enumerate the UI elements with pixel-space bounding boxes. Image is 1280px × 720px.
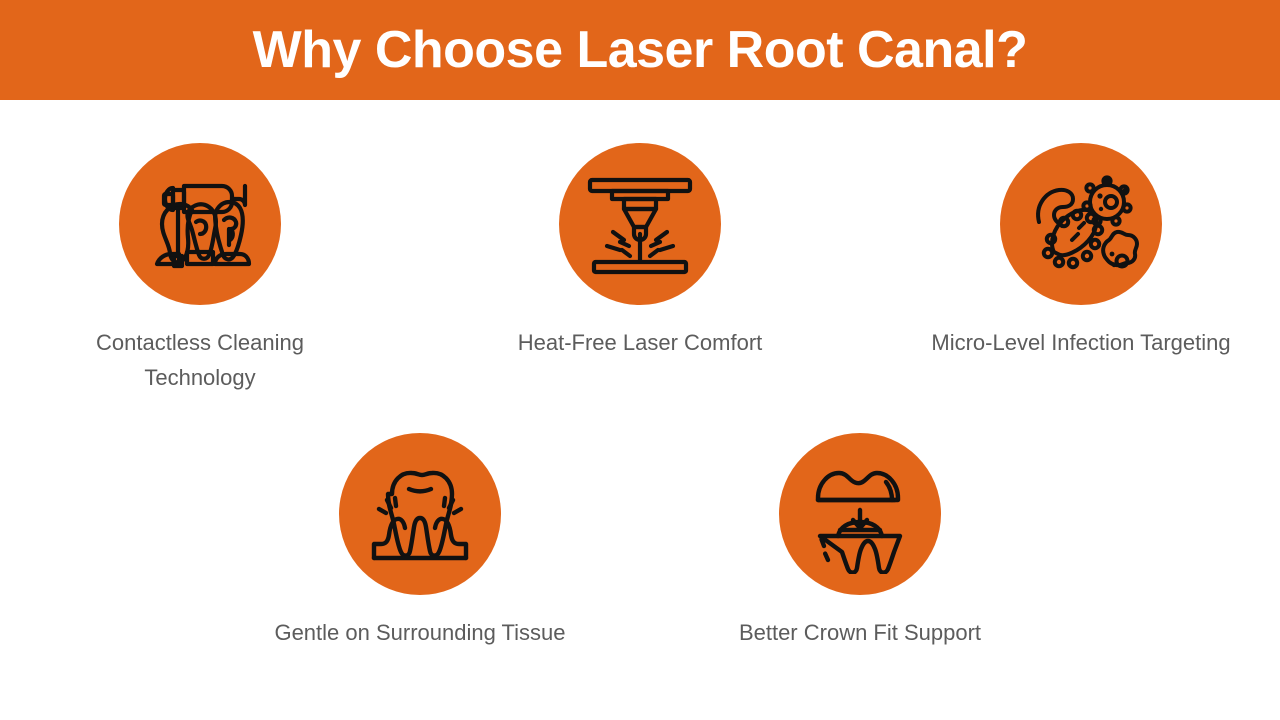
feature-label: Gentle on Surrounding Tissue [274, 620, 566, 645]
feature-item-heat-free-laser: Heat-Free Laser Comfort [490, 143, 790, 360]
feature-label: Better Crown Fit Support [738, 620, 982, 645]
laser-cutter-beam-icon [559, 143, 721, 305]
feature-label: Micro-Level Infection Targeting [931, 330, 1231, 355]
header-bar: Why Choose Laser Root Canal? [0, 0, 1280, 100]
tooth-in-gums-sensitivity-icon [339, 433, 501, 595]
feature-label: Heat-Free Laser Comfort [517, 330, 763, 355]
feature-item-crown-fit-support: Better Crown Fit Support [710, 433, 1010, 650]
bacteria-microbes-icon [1000, 143, 1162, 305]
feature-item-contactless-cleaning: Contactless Cleaning Technology [50, 143, 350, 395]
dental-crown-placement-icon [779, 433, 941, 595]
page-title: Why Choose Laser Root Canal? [252, 21, 1028, 79]
feature-item-gentle-on-tissue: Gentle on Surrounding Tissue [270, 433, 570, 650]
dental-handpiece-teeth-icon [119, 143, 281, 305]
feature-label: Contactless Cleaning Technology [96, 330, 304, 390]
feature-item-infection-targeting: Micro-Level Infection Targeting [931, 143, 1231, 360]
